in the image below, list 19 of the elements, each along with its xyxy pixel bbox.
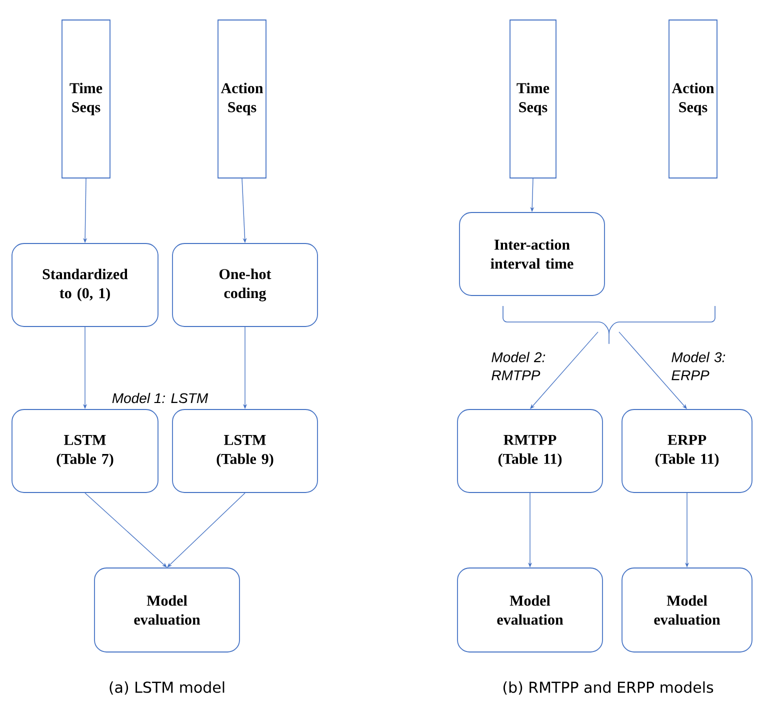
edge-label: Model 2: RMTPP [490,350,550,382]
input-box: Action Seqs [668,20,718,178]
process-box: RMTPP (Table 11) [457,409,603,493]
process-box: Model evaluation [457,568,603,652]
edge-label: Model 3: ERPP [670,350,730,382]
process-box: Standardized to (0, 1) [12,243,158,327]
caption: (a) LSTM model [107,680,227,696]
model-label: Model 1: LSTM [110,392,210,404]
caption: (b) RMTPP and ERPP models [501,680,715,696]
process-box: LSTM (Table 9) [172,409,318,493]
process-box: LSTM (Table 7) [12,409,158,493]
input-box: Time Seqs [510,20,556,178]
process-box: Inter-action interval time [459,212,605,296]
input-box: Time Seqs [62,20,110,178]
input-box: Action Seqs [218,20,266,178]
process-box: ERPP (Table 11) [622,409,752,493]
process-box: One-hot coding [172,243,318,327]
process-box: Model evaluation [94,568,240,652]
process-box: Model evaluation [622,568,752,652]
